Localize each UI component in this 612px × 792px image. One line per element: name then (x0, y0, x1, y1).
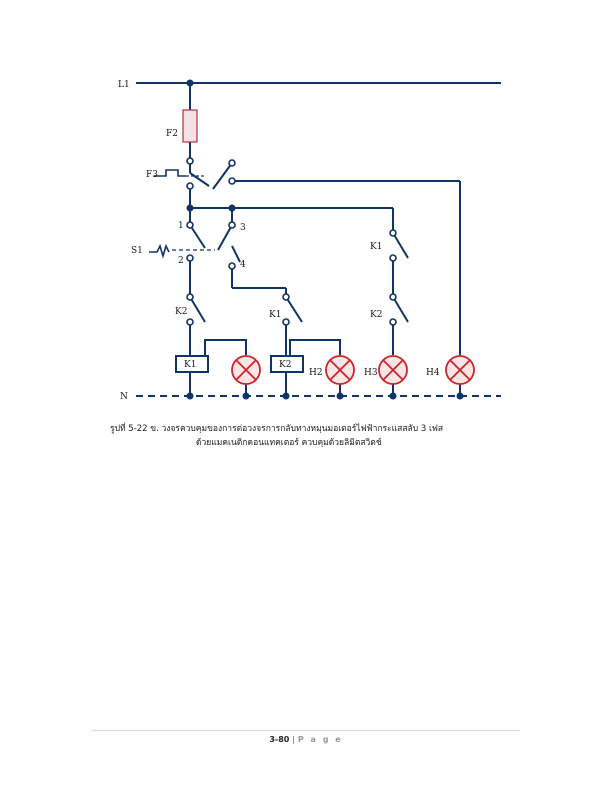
k1-branch3-contact (392, 232, 409, 259)
label-k1-branch2: K1 (269, 310, 281, 320)
lamp-h2-icon (325, 355, 355, 385)
page-footer: 3-80 | P a g e (0, 735, 612, 744)
coil-k1 (175, 355, 209, 373)
figure-caption-line2: ด้วยแมคเนติกคอนแทคเตอร์ ควบคุมด้วยลิมิตส… (196, 438, 382, 448)
label-terminal-4: 4 (240, 260, 246, 270)
label-k2-branch3: K2 (370, 310, 382, 320)
label-f2: F2 (166, 129, 178, 139)
control-circuit-diagram: L1 N F2 F3 S1 1 2 3 4 K2 K1 K1 K2 K1 K2 … (118, 79, 501, 402)
page-word: P a g e (297, 735, 343, 744)
f3-nc-contact (189, 172, 210, 187)
fuse-f2 (182, 109, 198, 143)
k1-interlock-contact (285, 296, 303, 323)
coil-k2 (270, 355, 304, 373)
footer-separator: | (292, 735, 296, 744)
label-h3: H3 (364, 368, 378, 378)
label-l1: L1 (118, 80, 130, 90)
label-s1: S1 (131, 246, 143, 256)
label-terminal-3: 3 (240, 223, 246, 233)
label-n: N (120, 392, 128, 402)
s1-contact-1-2 (189, 224, 206, 249)
s1-contact-3-4 (217, 224, 233, 251)
f3-no-contact (212, 162, 233, 190)
lamp-h4-icon (445, 355, 475, 385)
label-terminal-2: 2 (178, 256, 184, 266)
label-coil-k2: K2 (279, 360, 291, 370)
lamp-h3-icon (378, 355, 408, 385)
label-k2-branch1: K2 (175, 307, 187, 317)
k2-interlock-contact (189, 296, 206, 323)
lamp-h1-icon (231, 355, 261, 385)
footer-divider (92, 730, 520, 731)
label-coil-k1: K1 (184, 360, 196, 370)
k2-branch3-contact (392, 296, 409, 323)
label-h2: H2 (309, 368, 323, 378)
label-f3: F3 (146, 170, 158, 180)
figure-caption-line1: รูปที่ 5-22 ข. วงจรควบคุมของการต่อวงจรกา… (110, 424, 444, 434)
label-h4: H4 (426, 368, 440, 378)
page-number: 3-80 (269, 735, 290, 744)
label-terminal-1: 1 (178, 221, 184, 231)
label-k1-branch3: K1 (370, 242, 382, 252)
